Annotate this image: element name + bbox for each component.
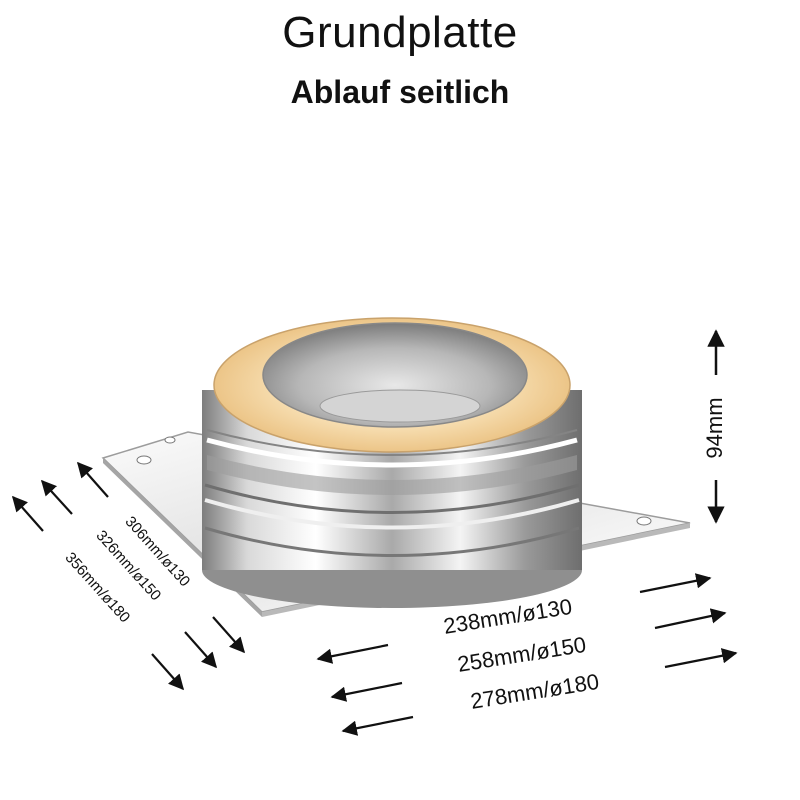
width-label: 258mm/ø150 [456, 632, 588, 677]
depth-arrow-front [151, 653, 185, 691]
depth-arrow-back [76, 461, 109, 498]
page-title: Grundplatte [282, 8, 518, 57]
width-arrow-right [654, 608, 727, 630]
page-subtitle: Ablauf seitlich [290, 74, 510, 110]
depth-arrow-back [11, 495, 44, 532]
mounting-hole [164, 436, 176, 444]
mounting-hole [636, 516, 652, 526]
height-label: 94mm [702, 397, 727, 458]
width-arrow-left [341, 715, 414, 736]
insulation-ring [213, 317, 571, 453]
depth-arrow-front [184, 631, 218, 669]
depth-arrow-back [40, 479, 73, 515]
width-label: 278mm/ø180 [469, 669, 601, 714]
height-dimension: 94mm [702, 329, 727, 524]
depth-arrow-front [212, 616, 246, 654]
width-arrow-right [639, 573, 712, 594]
width-arrow-left [330, 681, 403, 702]
mounting-hole [136, 455, 152, 465]
width-arrow-right [664, 648, 738, 669]
width-arrow-left [316, 643, 389, 664]
